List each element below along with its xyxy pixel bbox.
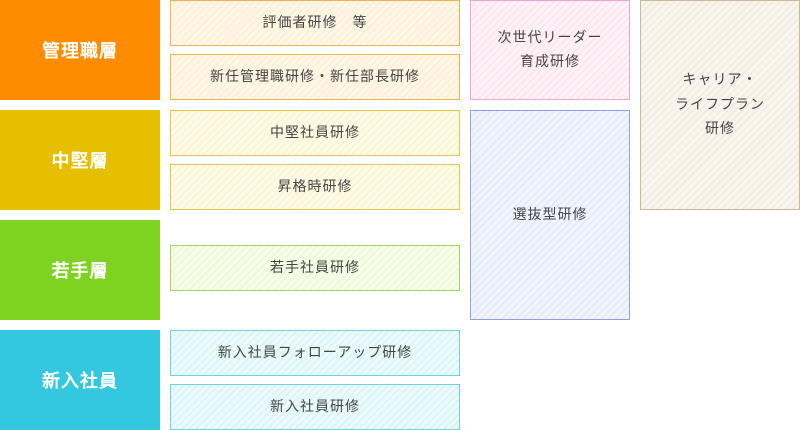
- tier-management-label: 管理職層: [42, 41, 118, 62]
- program-next-leader-label: 次世代リーダー 育成研修: [498, 26, 603, 75]
- program-mid-career-label: 中堅社員研修: [270, 124, 360, 141]
- tier-management: 管理職層: [0, 0, 160, 100]
- program-promotion-label: 昇格時研修: [277, 178, 353, 195]
- program-career-lifeplan: キャリア・ ライフプラン 研修: [640, 0, 800, 210]
- program-career-line3: 研修: [705, 121, 735, 138]
- program-new-hire-label: 新入社員研修: [270, 398, 360, 415]
- program-new-manager: 新任管理職研修・新任部長研修: [170, 54, 460, 100]
- program-career-lifeplan-label: キャリア・ ライフプラン 研修: [675, 68, 765, 142]
- program-promotion: 昇格時研修: [170, 164, 460, 210]
- program-new-manager-label: 新任管理職研修・新任部長研修: [210, 68, 420, 85]
- program-next-leader: 次世代リーダー 育成研修: [470, 0, 630, 100]
- program-career-line1: キャリア・: [682, 72, 758, 89]
- program-young-staff: 若手社員研修: [170, 245, 460, 291]
- tier-new-hire: 新入社員: [0, 330, 160, 430]
- tier-new-hire-label: 新入社員: [42, 371, 118, 392]
- program-young-staff-label: 若手社員研修: [270, 259, 360, 276]
- program-selective-label: 選抜型研修: [512, 206, 588, 223]
- program-career-line2: ライフプラン: [675, 96, 765, 113]
- tier-middle: 中堅層: [0, 110, 160, 210]
- tier-middle-label: 中堅層: [51, 151, 109, 172]
- program-mid-career: 中堅社員研修: [170, 110, 460, 156]
- program-next-leader-line2: 育成研修: [520, 54, 580, 70]
- program-new-hire: 新入社員研修: [170, 384, 460, 430]
- program-new-followup-label: 新入社員フォローアップ研修: [217, 344, 413, 361]
- tier-young: 若手層: [0, 220, 160, 320]
- program-new-followup: 新入社員フォローアップ研修: [170, 330, 460, 376]
- tier-young-label: 若手層: [51, 261, 109, 282]
- program-evaluator: 評価者研修 等: [170, 0, 460, 46]
- program-selective: 選抜型研修: [470, 110, 630, 320]
- program-evaluator-label: 評価者研修 等: [262, 14, 368, 31]
- program-next-leader-line1: 次世代リーダー: [497, 29, 603, 46]
